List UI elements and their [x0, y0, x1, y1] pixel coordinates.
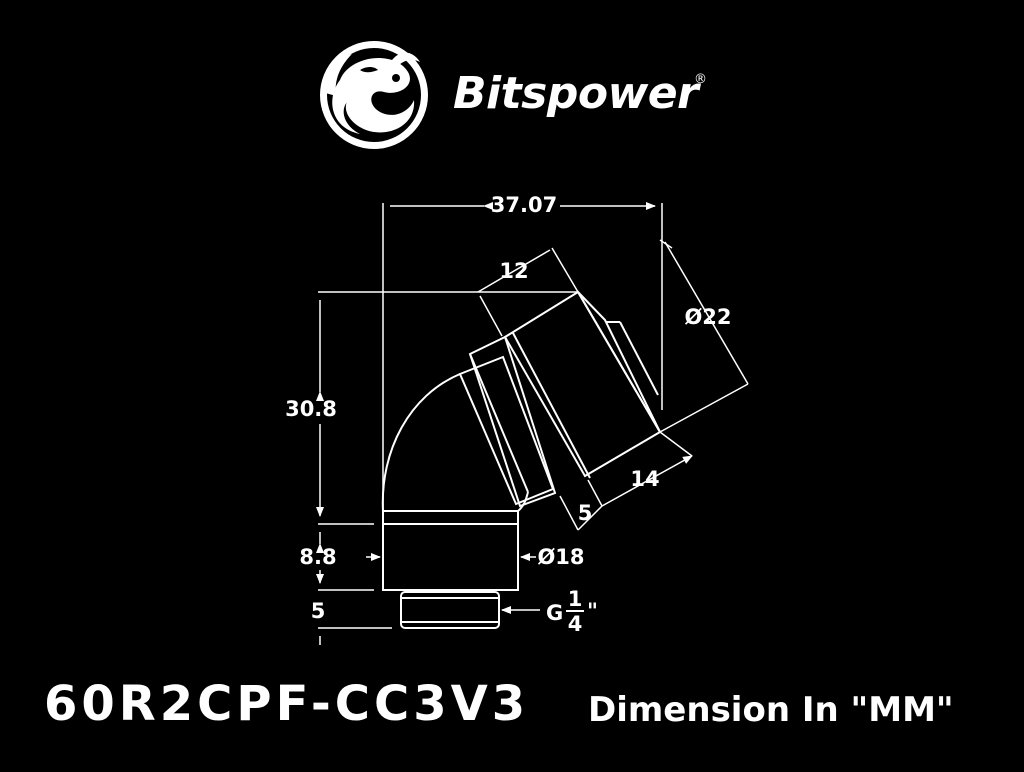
dim-angled-length: 14 [630, 467, 659, 491]
dim-overall-width: 37.07 [491, 193, 557, 217]
registered-mark: ® [694, 72, 707, 87]
collar [458, 355, 555, 506]
thread-denominator: 4 [568, 612, 583, 636]
dim-angled-offset: 5 [578, 501, 593, 525]
dimension-lines [316, 202, 749, 645]
elbow-curve [381, 373, 461, 512]
thread-suffix: " [587, 599, 598, 623]
dragon-logo-icon [320, 41, 428, 149]
brand-name: Bitspower [453, 68, 699, 119]
thread-numerator: 1 [568, 587, 583, 611]
dim-outer-diameter: Ø22 [684, 305, 731, 329]
dim-base-height: 8.8 [299, 545, 336, 569]
fitting-outline [381, 290, 662, 629]
dim-base-diameter: Ø18 [537, 545, 584, 569]
product-code: 60R2CPF-CC3V3 [44, 676, 530, 732]
base-section [382, 523, 519, 591]
thread-prefix: G [546, 601, 563, 625]
dim-ring-width: 12 [499, 259, 528, 283]
thread-section [400, 591, 500, 629]
unit-note: Dimension In "MM" [588, 690, 954, 730]
thread-spec: G 1 4 " [546, 587, 598, 636]
dim-height: 30.8 [285, 397, 337, 421]
dim-thread-length: 5 [311, 599, 326, 623]
